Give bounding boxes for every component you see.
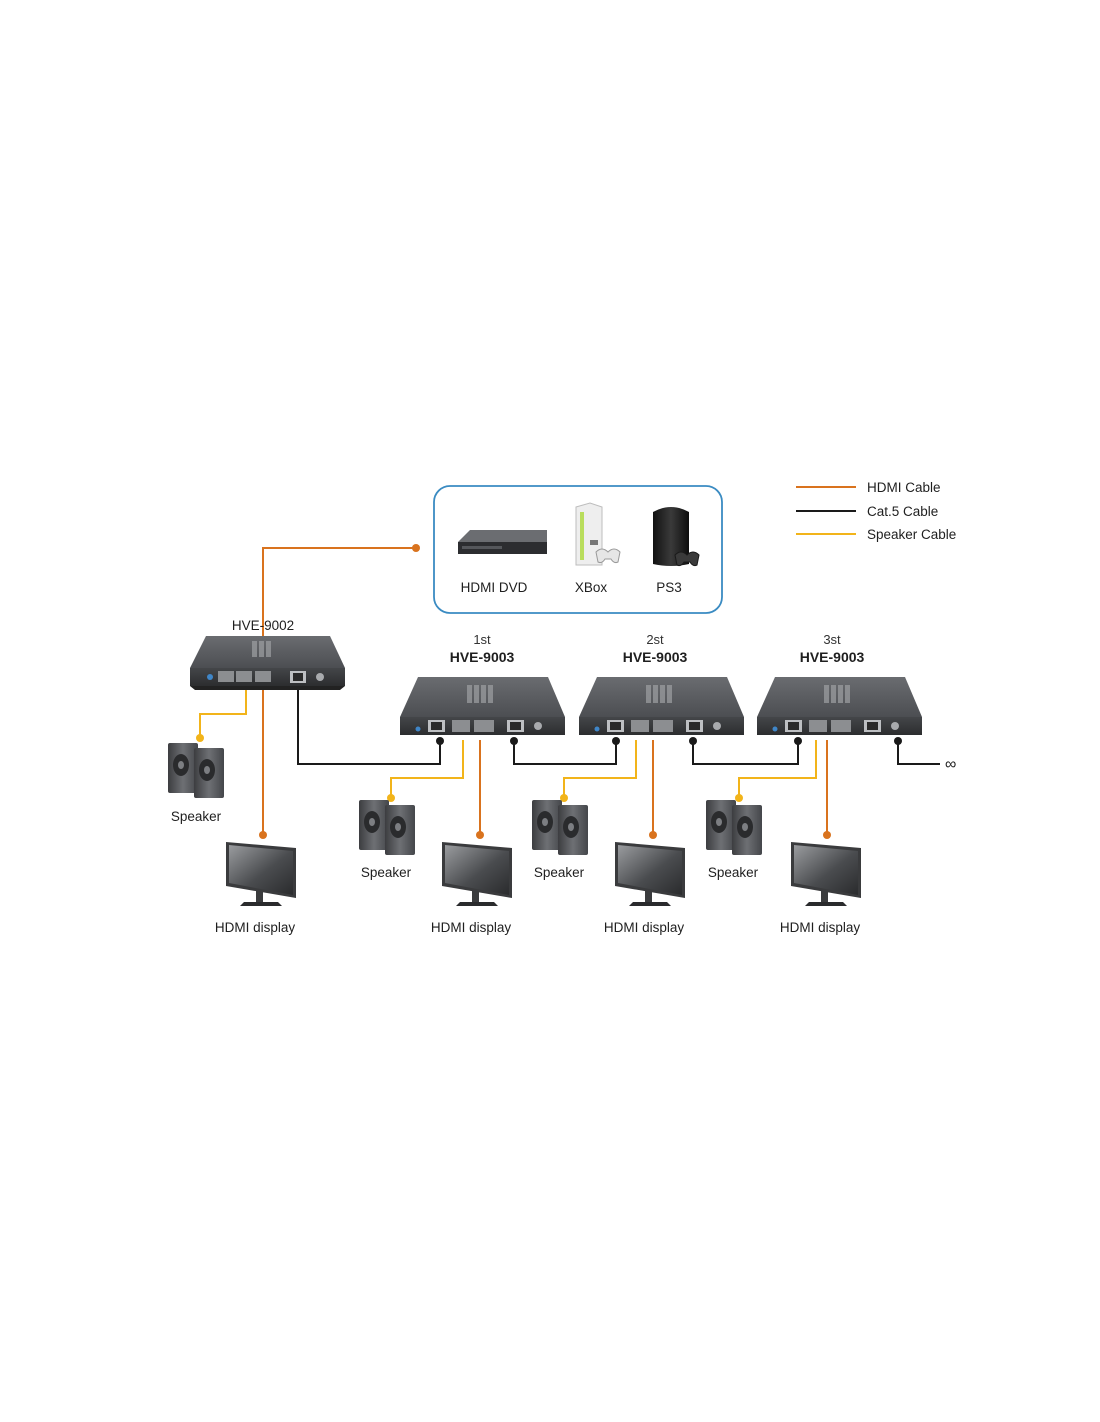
source-devices-box: HDMI DVD XBox PS3	[433, 485, 723, 614]
display-label: HDMI display	[604, 920, 685, 935]
speaker-cables	[199, 690, 817, 798]
xbox-console-icon	[575, 502, 621, 566]
chain-end-symbol: ∞	[945, 756, 956, 773]
receiver-unit: 2st HVE-9003	[579, 632, 744, 735]
hdmi-display-icon	[442, 842, 512, 906]
display-label: HDMI display	[431, 920, 512, 935]
ps3-console-icon	[653, 507, 700, 567]
speaker-icon	[706, 800, 762, 855]
speaker-icon	[359, 800, 415, 855]
display-label: HDMI display	[780, 920, 861, 935]
ps3-label: PS3	[656, 580, 682, 595]
xbox-label: XBox	[575, 580, 608, 595]
hdmi-display-icon	[615, 842, 685, 906]
dvd-label: HDMI DVD	[461, 580, 528, 595]
speaker-label: Speaker	[171, 809, 222, 824]
speaker-icon	[168, 743, 224, 798]
hdmi-cable-dots	[259, 544, 831, 839]
hdmi-display-icon	[791, 842, 861, 906]
receiver-model-label: HVE-9003	[623, 649, 688, 665]
speaker-cable-dots	[196, 734, 743, 802]
dvd-player-icon	[458, 530, 547, 554]
receiver-unit: 3st HVE-9003	[757, 632, 922, 735]
receiver-unit: 1st HVE-9003	[400, 632, 565, 735]
receiver-order-label: 2st	[646, 632, 664, 647]
receiver-model-label: HVE-9003	[450, 649, 515, 665]
transmitter-model-label: HVE-9002	[232, 618, 294, 633]
speaker-label: Speaker	[361, 865, 412, 880]
receiver-order-label: 1st	[473, 632, 491, 647]
legend-speaker-label: Speaker Cable	[867, 527, 956, 542]
display-label: HDMI display	[215, 920, 296, 935]
speaker-label: Speaker	[534, 865, 585, 880]
speaker-label: Speaker	[708, 865, 759, 880]
transmitter-unit: HVE-9002	[190, 618, 345, 690]
hdmi-cables	[262, 547, 828, 835]
hdmi-display-icon	[226, 842, 296, 906]
legend-hdmi-label: HDMI Cable	[867, 480, 941, 495]
cat5-cables	[297, 676, 940, 765]
receiver-order-label: 3st	[823, 632, 841, 647]
legend: HDMI Cable Cat.5 Cable Speaker Cable	[796, 480, 956, 542]
legend-cat5-label: Cat.5 Cable	[867, 504, 938, 519]
receiver-model-label: HVE-9003	[800, 649, 865, 665]
speaker-icon	[532, 800, 588, 855]
